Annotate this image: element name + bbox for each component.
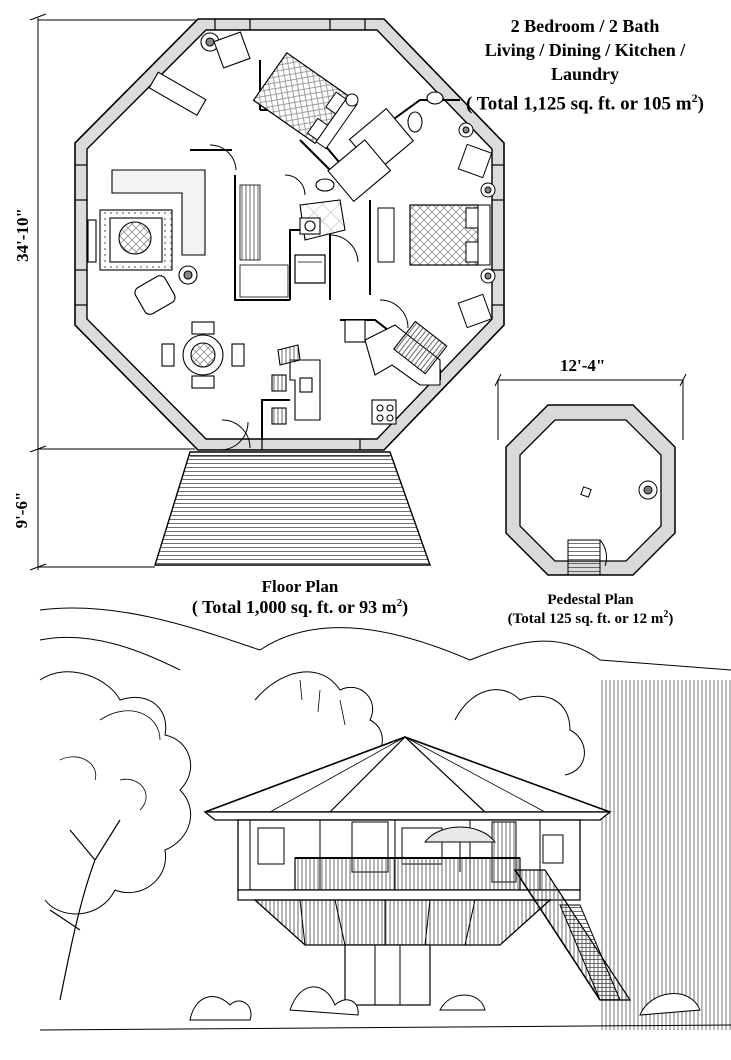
title-total-area: ( Total 1,125 sq. ft. or 105 m2)	[466, 91, 704, 115]
front-deck	[154, 421, 431, 566]
deck-depth-dimension: 9'-6"	[12, 491, 31, 529]
closets	[239, 184, 326, 298]
pedestal-plan-label: Pedestal Plan	[547, 592, 634, 608]
kitchen	[271, 319, 448, 425]
dimension-lines	[29, 13, 200, 571]
door-swings	[209, 144, 409, 449]
bathroom	[299, 91, 444, 241]
floor-plan	[29, 13, 505, 571]
floor-plan-area: ( Total 1,000 sq. ft. or 93 m2)	[191, 597, 409, 617]
dining-table	[161, 321, 245, 389]
pedestal-stair	[567, 480, 658, 576]
title-rooms: Living / Dining / Kitchen / Laundry	[484, 40, 686, 84]
pedestal-plan-area: (Total 125 sq. ft. or 12 m2)	[507, 609, 674, 627]
pedestal-plan-caption: Pedestal Plan (Total 125 sq. ft. or 12 m…	[498, 592, 683, 628]
bed-east	[377, 204, 491, 266]
floor-plan-height-dimension: 34'-10"	[13, 208, 32, 262]
elevation-illustration	[39, 607, 731, 1031]
pedestal-dimension	[494, 373, 687, 440]
title-block: 2 Bedroom / 2 Bath Living / Dining / Kit…	[455, 14, 715, 116]
pedestal-width-dimension: 12'-4"	[560, 356, 606, 375]
bed-north	[252, 51, 358, 150]
pedestal-plan	[494, 373, 687, 576]
living-room	[87, 31, 251, 315]
title-bedrooms: 2 Bedroom / 2 Bath	[510, 16, 660, 36]
floor-plan-label: Floor Plan	[261, 577, 339, 596]
floor-plan-caption: Floor Plan ( Total 1,000 sq. ft. or 93 m…	[190, 577, 410, 618]
decor	[345, 93, 496, 329]
